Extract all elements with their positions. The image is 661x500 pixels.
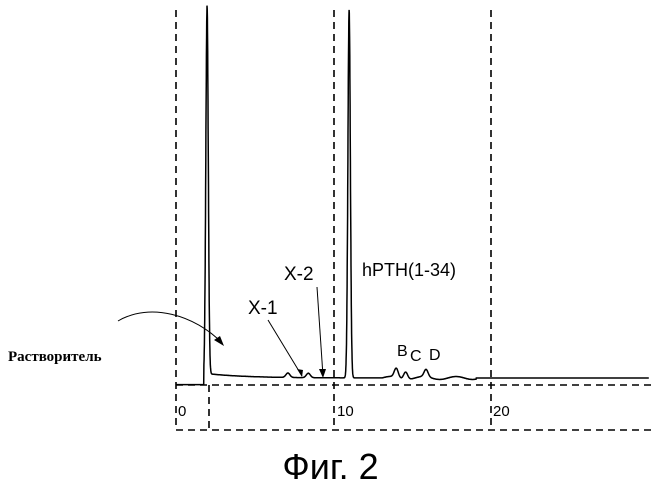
peak-arrowhead-x2 [319,369,326,378]
solvent-arrowhead [214,336,224,346]
figure-caption: Фиг. 2 [0,446,661,488]
chromatogram-trace [176,6,649,385]
tick-label-10: 10 [337,403,354,420]
solvent-pointer-curve [118,312,222,343]
peak-arrow-x2 [317,287,323,376]
peak-arrow-x1 [268,320,302,376]
peak-label-c: C [410,348,422,365]
solvent-label: Растворитель [8,349,102,365]
tick-label-20: 20 [493,403,510,420]
chromatogram-chart: 0 10 20 X-1 X-2 hPTH(1-34) B C D Раствор… [0,0,661,445]
peak-label-hpth: hPTH(1-34) [362,260,456,280]
peak-label-b: B [397,343,408,360]
tick-label-0: 0 [178,403,186,420]
chart-frame [176,10,655,430]
peak-label-d: D [429,347,441,364]
peak-label-x2: X-2 [284,264,314,285]
peak-arrowhead-x1 [297,369,303,377]
peak-label-x1: X-1 [248,298,278,319]
